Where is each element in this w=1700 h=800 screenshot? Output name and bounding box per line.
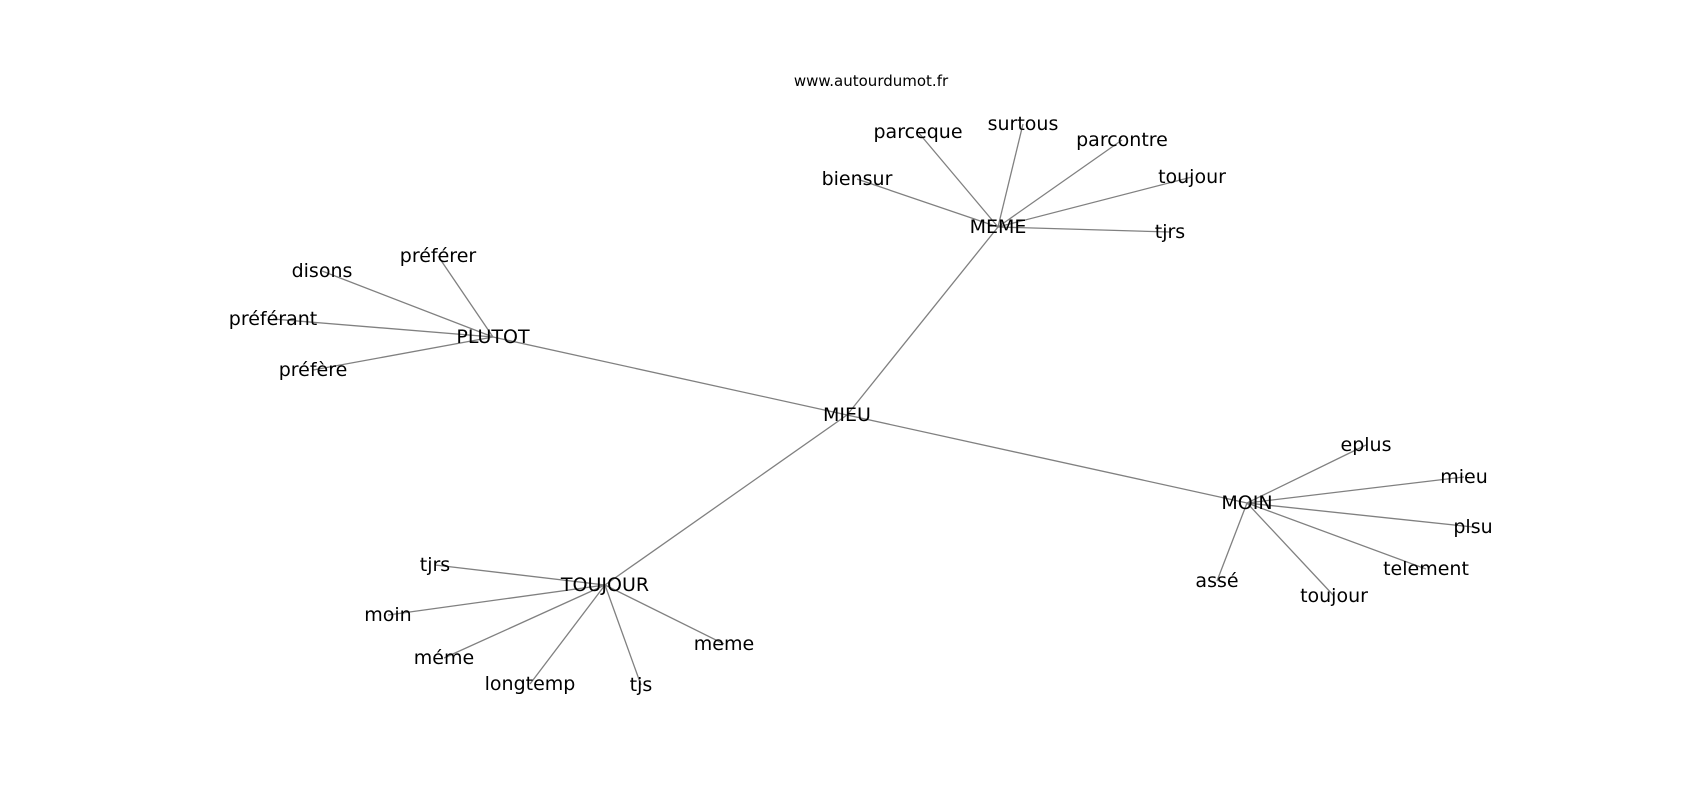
edge-moin_hub-leaf-3: [1246, 502, 1427, 570]
edge-meme_hub-leaf-4: [997, 176, 1193, 228]
edge-moin_hub-leaf-5: [1246, 502, 1335, 597]
edge-plutot_hub-leaf-3: [312, 336, 494, 371]
edge-root-toujour_hub: [604, 414, 848, 586]
edge-plutot_hub-leaf-0: [321, 270, 494, 338]
edge-moin_hub-leaf-2: [1246, 502, 1474, 528]
edge-moin_hub-leaf-0: [1246, 444, 1367, 504]
node-meme_hub-leaf-0: parceque: [873, 121, 962, 143]
node-moin_hub-leaf-4: assé: [1195, 570, 1238, 592]
edge-meme_hub-leaf-5: [997, 226, 1171, 233]
edge-plutot_hub-leaf-1: [437, 255, 494, 338]
edge-toujour_hub-leaf-3: [529, 584, 606, 685]
node-moin_hub-leaf-5: toujour: [1300, 585, 1368, 607]
node-meme_hub-leaf-2: parcontre: [1076, 129, 1168, 151]
edge-moin_hub-leaf-4: [1216, 502, 1248, 582]
edge-plutot_hub-leaf-2: [272, 318, 494, 338]
node-plutot_hub-leaf-0: disons: [292, 260, 353, 282]
node-toujour_hub-leaf-4: tjs: [630, 674, 653, 696]
edge-meme_hub-leaf-3: [856, 178, 999, 228]
edge-toujour_hub-leaf-4: [604, 584, 642, 686]
node-plutot_hub-leaf-1: préférer: [400, 245, 477, 267]
edge-toujour_hub-leaf-5: [604, 584, 725, 645]
node-toujour_hub: TOUJOUR: [560, 574, 649, 596]
edge-meme_hub-leaf-2: [997, 139, 1123, 228]
node-meme_hub-leaf-1: surtous: [988, 113, 1059, 135]
edge-root-plutot_hub: [492, 336, 848, 416]
node-toujour_hub-leaf-3: longtemp: [485, 673, 576, 695]
edge-meme_hub-leaf-0: [917, 131, 999, 228]
node-meme_hub-leaf-3: biensur: [822, 168, 893, 190]
node-toujour_hub-leaf-1: moin: [364, 604, 411, 626]
node-meme_hub: MEME: [970, 216, 1027, 238]
edge-root-moin_hub: [846, 414, 1248, 504]
node-meme_hub-leaf-4: toujour: [1158, 166, 1226, 188]
node-moin_hub: MOIN: [1221, 492, 1272, 514]
edge-moin_hub-leaf-1: [1246, 476, 1465, 504]
node-meme_hub-leaf-5: tjrs: [1155, 221, 1185, 243]
node-toujour_hub-leaf-5: meme: [694, 633, 754, 655]
node-moin_hub-leaf-0: eplus: [1341, 434, 1392, 456]
node-plutot_hub-leaf-2: préférant: [229, 308, 317, 330]
node-root: MIEU: [823, 404, 871, 426]
node-toujour_hub-leaf-0: tjrs: [420, 554, 450, 576]
node-moin_hub-leaf-1: mieu: [1440, 466, 1488, 488]
edge-toujour_hub-leaf-1: [387, 584, 606, 616]
node-plutot_hub-leaf-3: préfère: [279, 359, 348, 381]
node-labels: MIEU MEME parceque surtous parcontre biensur t…: [229, 113, 1493, 696]
edge-meme_hub-leaf-1: [997, 123, 1024, 228]
node-moin_hub-leaf-3: telement: [1383, 558, 1469, 580]
edge-toujour_hub-leaf-2: [443, 584, 606, 659]
source-watermark: www.autourdumot.fr: [793, 72, 949, 90]
node-moin_hub-leaf-2: plsu: [1453, 516, 1492, 538]
node-toujour_hub-leaf-2: méme: [414, 647, 474, 669]
edges: [272, 123, 1474, 686]
edge-toujour_hub-leaf-0: [434, 564, 606, 586]
edge-root-meme_hub: [846, 226, 999, 416]
node-plutot_hub: PLUTOT: [456, 326, 530, 348]
